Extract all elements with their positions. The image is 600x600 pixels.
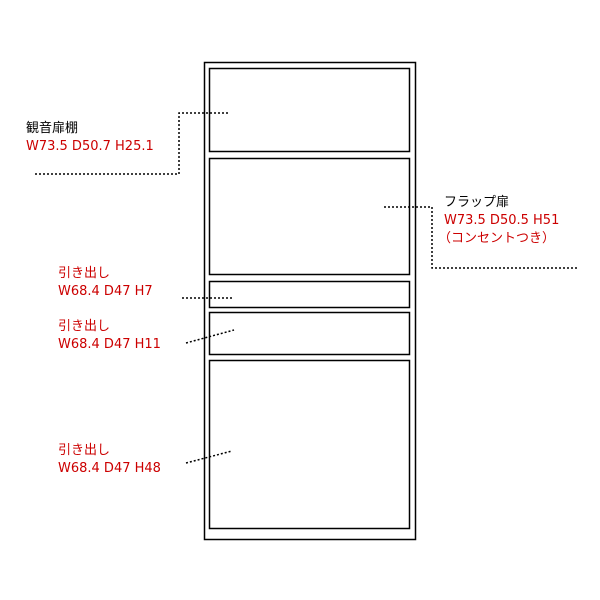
drawer-middle-panel [208, 311, 411, 356]
flap-door-label: フラップ扉 W73.5 D50.5 H51 （コンセントつき） [438, 194, 560, 248]
drawer-bottom-dimensions: W68.4 D47 H48 [58, 461, 161, 476]
kannon-door-shelf-label: 観音扉棚 W73.5 D50.7 H25.1 [26, 120, 154, 156]
drawer-top-name: 引き出し [58, 266, 111, 281]
drawer-bottom-label: 引き出し W68.4 D47 H48 [58, 442, 161, 478]
kannon-door-shelf-panel [208, 67, 411, 153]
flap-door-dimensions: W73.5 D50.5 H51 [444, 213, 560, 228]
drawer-bottom-panel [208, 359, 411, 530]
drawer-middle-leader-line [185, 329, 235, 344]
flap-door-note: （コンセントつき） [438, 231, 556, 246]
kannon-leader-line [33, 112, 228, 175]
drawer-bottom-name: 引き出し [58, 443, 111, 458]
flap-door-panel [208, 157, 411, 276]
kannon-door-shelf-dimensions: W73.5 D50.7 H25.1 [26, 139, 154, 154]
kannon-door-shelf-name: 観音扉棚 [26, 121, 79, 136]
drawer-top-panel [208, 280, 411, 309]
drawer-middle-dimensions: W68.4 D47 H11 [58, 337, 161, 352]
drawer-middle-name: 引き出し [58, 319, 111, 334]
drawer-top-label: 引き出し W68.4 D47 H7 [58, 265, 153, 301]
flap-door-name: フラップ扉 [444, 195, 510, 210]
flap-leader-line [384, 206, 578, 269]
cabinet-outer-frame [203, 61, 417, 541]
drawer-top-dimensions: W68.4 D47 H7 [58, 284, 153, 299]
drawer-middle-label: 引き出し W68.4 D47 H11 [58, 318, 161, 354]
